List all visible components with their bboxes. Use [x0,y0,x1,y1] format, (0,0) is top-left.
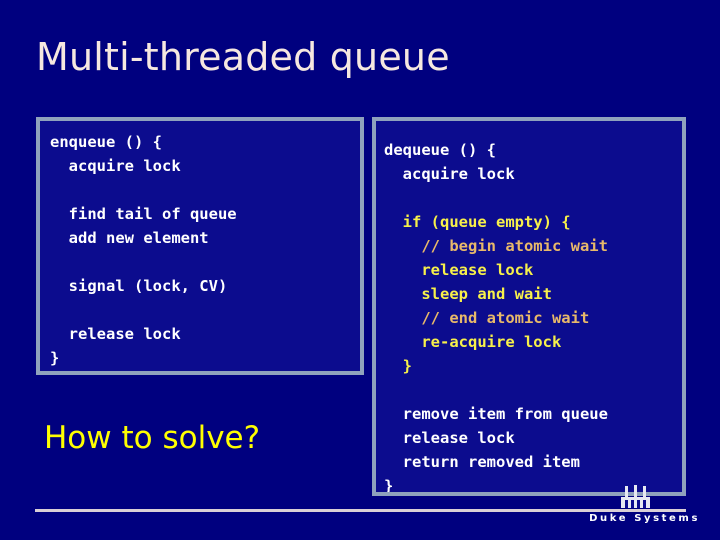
code-line: enqueue () { [50,133,162,151]
code-line: release lock [50,325,181,343]
code-line: if (queue empty) { [384,213,571,231]
code-line: acquire lock [50,157,181,175]
code-line: // begin atomic wait [384,237,608,255]
code-line: return removed item [384,453,580,471]
code-line: } [50,349,60,367]
code-line: signal (lock, CV) [50,277,228,295]
code-line: sleep and wait [384,285,552,303]
code-line [384,186,674,210]
code-line [384,378,674,402]
page-title: Multi-threaded queue [36,35,450,79]
footer-divider [35,509,686,512]
code-line: release lock [384,429,515,447]
code-line: dequeue () { [384,141,496,159]
footer-brand-label: Duke Systems [589,513,700,524]
code-line: release lock [384,261,534,279]
code-line: re-acquire lock [384,333,562,351]
code-line [50,178,350,202]
code-line: } [384,357,412,375]
how-to-solve-callout: How to solve? [44,420,261,456]
code-line [50,298,350,322]
code-line: add new element [50,229,209,247]
code-line [50,250,350,274]
dequeue-code-block: dequeue () { acquire lock if (queue empt… [372,117,686,496]
code-line: // end atomic wait [384,309,590,327]
code-line: remove item from queue [384,405,608,423]
code-line: find tail of queue [50,205,237,223]
duke-chapel-icon [612,485,660,511]
enqueue-code-block: enqueue () { acquire lock find tail of q… [36,117,364,375]
code-line: } [384,477,394,495]
code-line: acquire lock [384,165,515,183]
